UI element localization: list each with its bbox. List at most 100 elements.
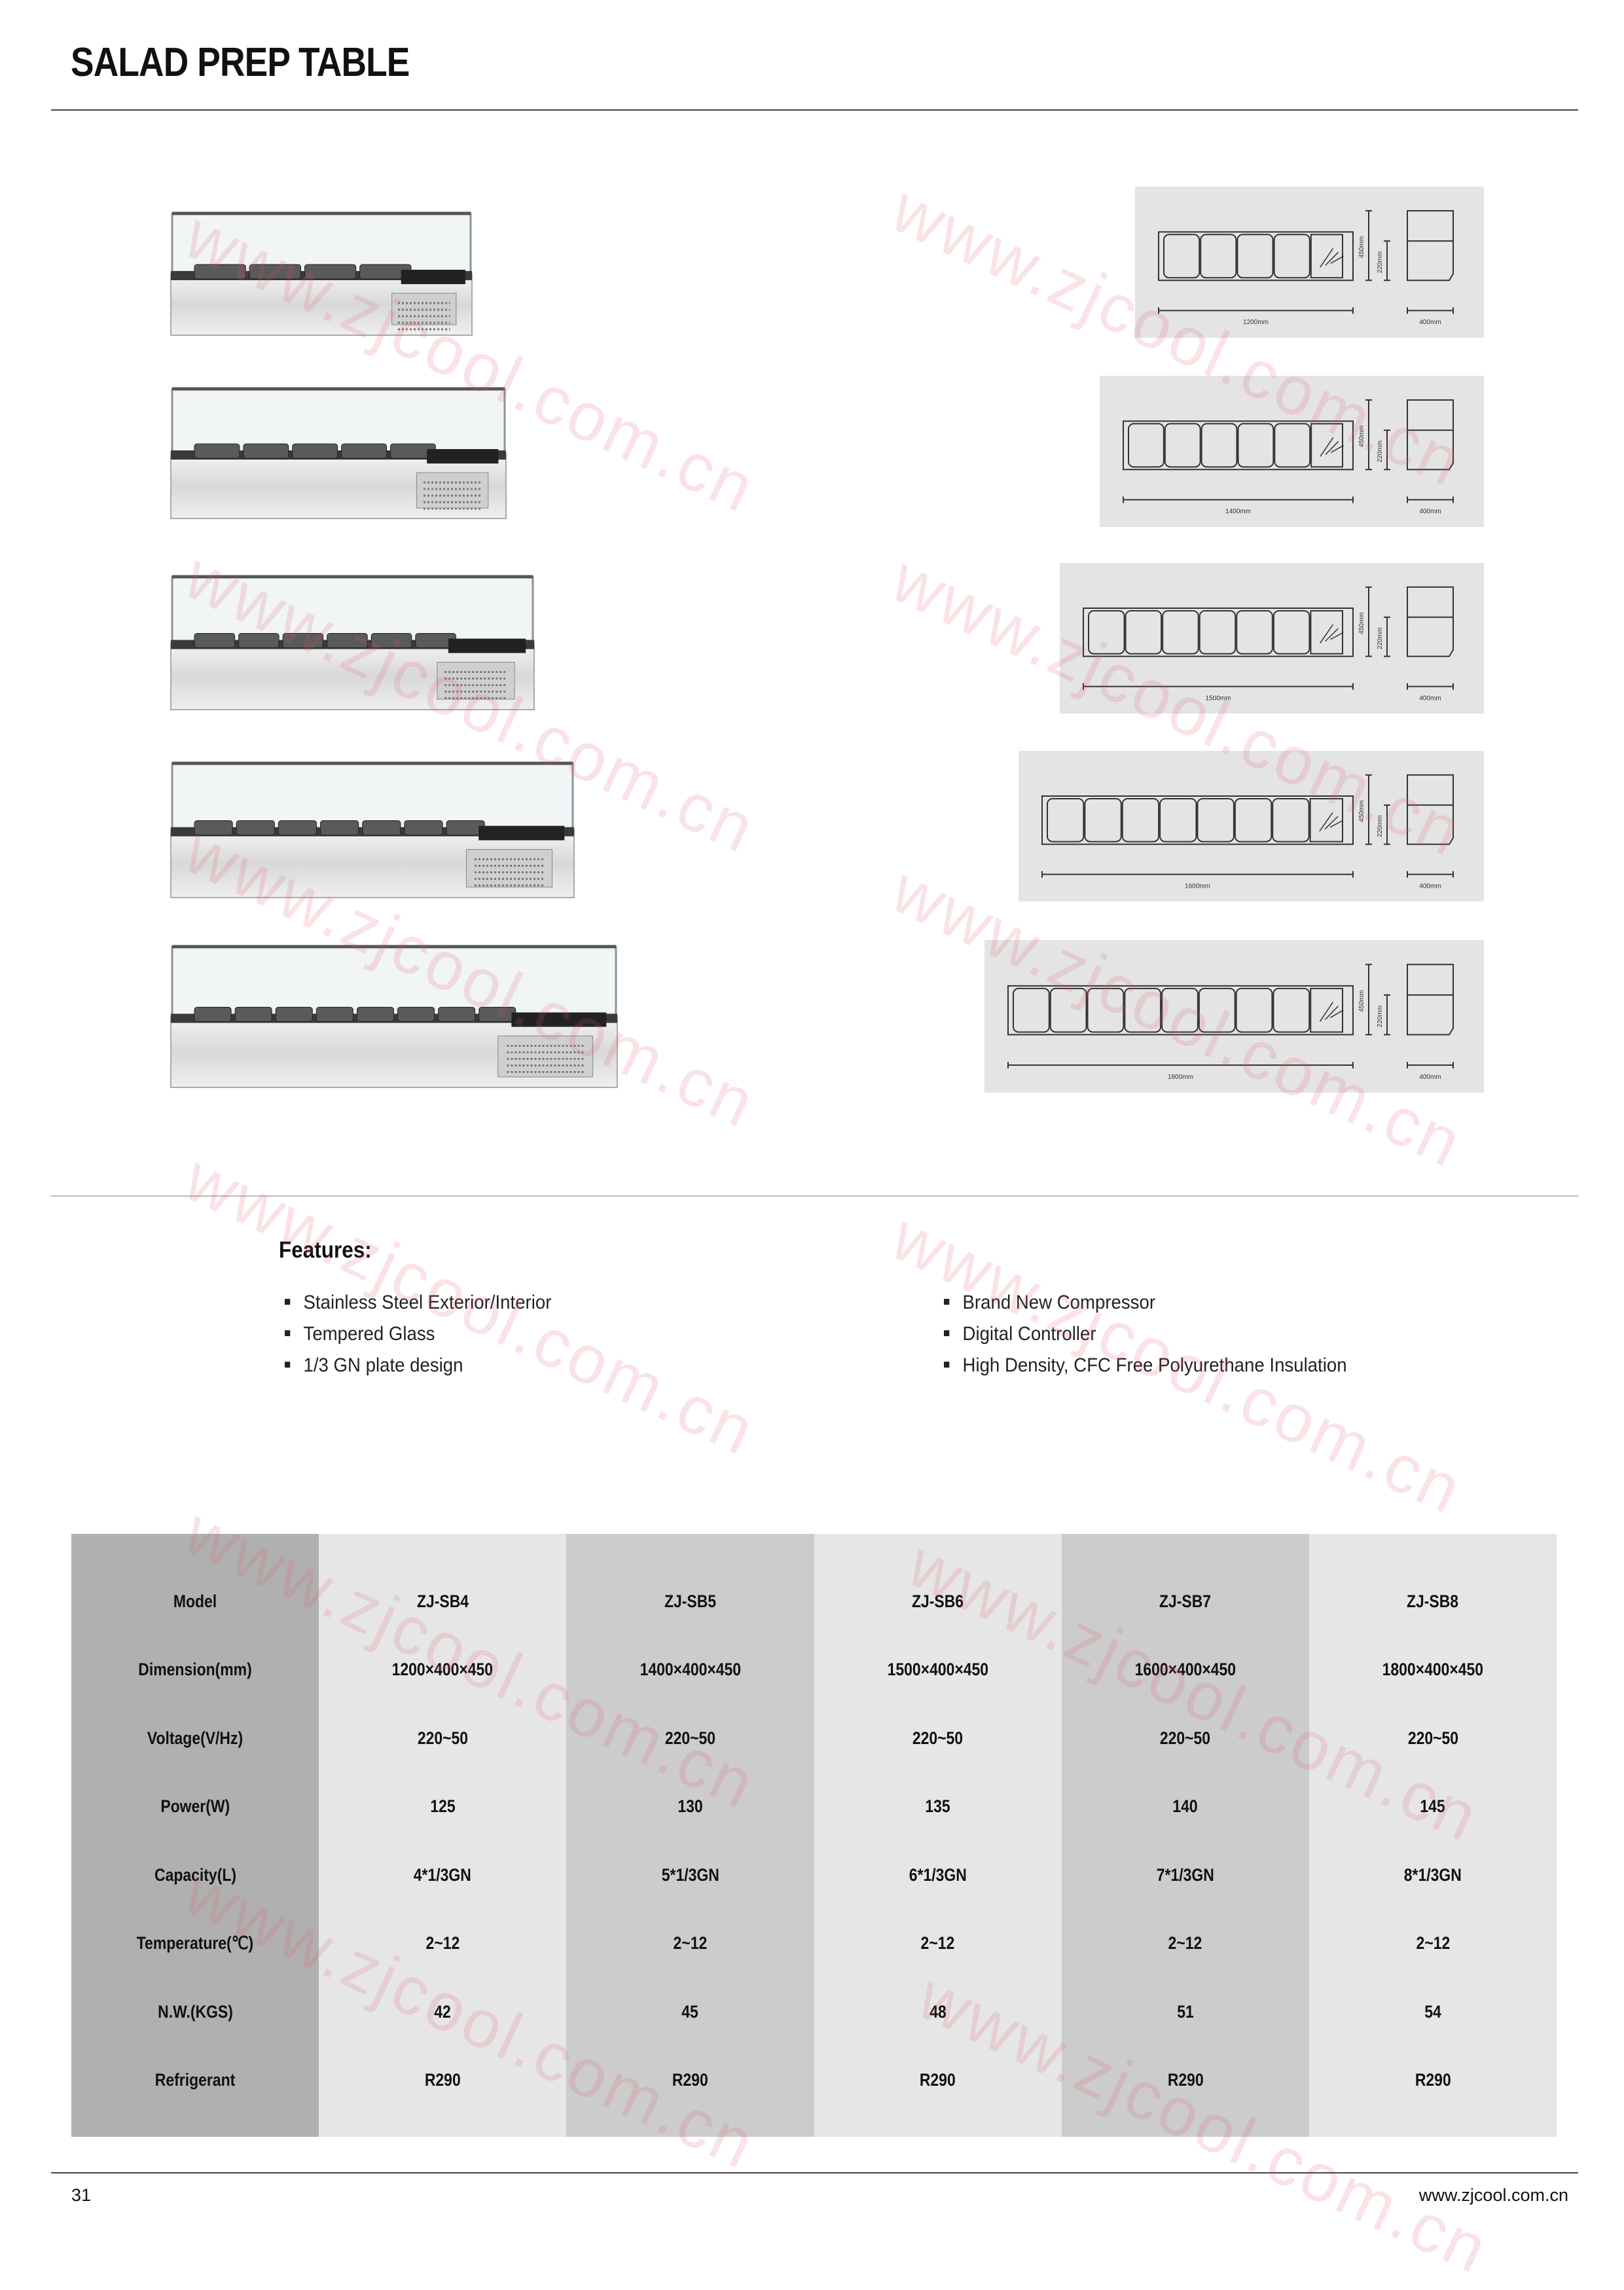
table-cell: 54 bbox=[1309, 1978, 1557, 2046]
table-cell: 140 bbox=[1062, 1773, 1309, 1842]
table-cell: 220~50 bbox=[814, 1704, 1062, 1773]
table-cell: ZJ-SB6 bbox=[814, 1567, 1062, 1636]
table-cell: Refrigerant bbox=[71, 2046, 319, 2115]
cell-text: ZJ-SB8 bbox=[1407, 1591, 1459, 1611]
cell-text: 54 bbox=[1424, 2001, 1441, 2022]
table-cell: 1500×400×450 bbox=[814, 1636, 1062, 1705]
bullet-icon bbox=[285, 1330, 291, 1336]
cell-text: 1500×400×450 bbox=[887, 1660, 988, 1680]
bullet-icon bbox=[285, 1361, 291, 1368]
depth-label: 400mm bbox=[1419, 695, 1441, 702]
feature-item: High Density, CFC Free Polyurethane Insu… bbox=[944, 1354, 1347, 1377]
cell-text: ZJ-SB5 bbox=[664, 1591, 716, 1611]
base-height-label: 220mm bbox=[1377, 251, 1384, 273]
cell-text: 42 bbox=[434, 2001, 452, 2022]
cell-text: ZJ-SB6 bbox=[912, 1591, 964, 1611]
cell-text: 1200×400×450 bbox=[392, 1660, 494, 1680]
bullet-icon bbox=[944, 1330, 950, 1336]
dimension-drawing: 1500mm 400mm 450mm 220mm bbox=[1060, 563, 1484, 714]
bullet-icon bbox=[944, 1361, 950, 1368]
footer-divider bbox=[51, 2172, 1578, 2173]
cell-text: ZJ-SB7 bbox=[1159, 1591, 1212, 1611]
cell-text: 2~12 bbox=[1168, 1933, 1202, 1954]
table-cell: 48 bbox=[814, 1978, 1062, 2046]
features-heading: Features: bbox=[279, 1237, 372, 1263]
table-cell: 2~12 bbox=[814, 1910, 1062, 1978]
table-cell: 220~50 bbox=[566, 1704, 814, 1773]
length-label: 1200mm bbox=[1243, 319, 1269, 326]
cell-text: 125 bbox=[430, 1796, 456, 1817]
height-label: 450mm bbox=[1358, 426, 1365, 447]
table-cell: 145 bbox=[1309, 1773, 1557, 1842]
table-cell: 130 bbox=[566, 1773, 814, 1842]
cell-text: 135 bbox=[925, 1796, 950, 1817]
length-label: 1800mm bbox=[1168, 1074, 1193, 1081]
table-cell: 6*1/3GN bbox=[814, 1841, 1062, 1910]
table-cell: ZJ-SB4 bbox=[319, 1567, 566, 1636]
table-cell: 2~12 bbox=[1062, 1910, 1309, 1978]
section-divider bbox=[51, 1195, 1578, 1197]
cell-text: 8*1/3GN bbox=[1403, 1864, 1462, 1885]
dimension-drawing: 1200mm 400mm 450mm 220mm bbox=[1135, 187, 1484, 338]
table-cell: 42 bbox=[319, 1978, 566, 2046]
table-cell: 7*1/3GN bbox=[1062, 1841, 1309, 1910]
table-cell: ZJ-SB5 bbox=[566, 1567, 814, 1636]
cell-text: 140 bbox=[1172, 1796, 1198, 1817]
feature-item: Tempered Glass bbox=[285, 1323, 435, 1345]
table-cell: R290 bbox=[1062, 2046, 1309, 2115]
feature-item: 1/3 GN plate design bbox=[285, 1354, 463, 1377]
cell-text: 2~12 bbox=[673, 1933, 708, 1954]
cell-text: 220~50 bbox=[417, 1728, 468, 1748]
table-cell: 220~50 bbox=[1309, 1704, 1557, 1773]
model-column: ZJ-SB4 1200×400×450 220~50 125 4*1/3GN 2~12 42… bbox=[319, 1534, 567, 2137]
table-cell: 1600×400×450 bbox=[1062, 1636, 1309, 1705]
base-height-label: 220mm bbox=[1377, 627, 1384, 649]
table-cell: 51 bbox=[1062, 1978, 1309, 2046]
cell-text: ZJ-SB4 bbox=[416, 1591, 469, 1611]
base-height-label: 220mm bbox=[1377, 1006, 1384, 1027]
table-cell: 5*1/3GN bbox=[566, 1841, 814, 1910]
table-cell: 1200×400×450 bbox=[319, 1636, 566, 1705]
bullet-icon bbox=[944, 1298, 950, 1305]
page-number: 31 bbox=[71, 2185, 92, 2205]
product-photo bbox=[170, 211, 473, 336]
cell-text: R290 bbox=[1167, 2070, 1204, 2090]
cell-text: 130 bbox=[677, 1796, 703, 1817]
height-label: 450mm bbox=[1358, 236, 1365, 258]
base-height-label: 220mm bbox=[1377, 441, 1384, 462]
cell-text: 7*1/3GN bbox=[1156, 1864, 1214, 1885]
depth-label: 400mm bbox=[1419, 882, 1441, 890]
cell-text: Model bbox=[173, 1591, 217, 1611]
table-cell: R290 bbox=[566, 2046, 814, 2115]
height-label: 450mm bbox=[1358, 612, 1365, 634]
bullet-icon bbox=[285, 1298, 291, 1305]
table-cell: 45 bbox=[566, 1978, 814, 2046]
cell-text: R290 bbox=[920, 2070, 956, 2090]
length-label: 1600mm bbox=[1185, 882, 1210, 890]
length-label: 1500mm bbox=[1206, 695, 1231, 702]
table-cell: 4*1/3GN bbox=[319, 1841, 566, 1910]
cell-text: 51 bbox=[1177, 2001, 1194, 2022]
product-photo bbox=[170, 387, 507, 519]
cell-text: 1600×400×450 bbox=[1134, 1660, 1236, 1680]
feature-item: Stainless Steel Exterior/Interior bbox=[285, 1292, 551, 1314]
table-cell: 2~12 bbox=[319, 1910, 566, 1978]
table-cell: Voltage(V/Hz) bbox=[71, 1704, 319, 1773]
table-cell: 1800×400×450 bbox=[1309, 1636, 1557, 1705]
depth-label: 400mm bbox=[1419, 508, 1441, 515]
footer-url: www.zjcool.com.cn bbox=[1418, 2185, 1568, 2205]
depth-label: 400mm bbox=[1419, 319, 1441, 326]
feature-item: Brand New Compressor bbox=[944, 1292, 1155, 1314]
cell-text: 6*1/3GN bbox=[909, 1864, 967, 1885]
table-cell: 125 bbox=[319, 1773, 566, 1842]
table-cell: Model bbox=[71, 1567, 319, 1636]
feature-item: Digital Controller bbox=[944, 1323, 1096, 1345]
product-photo bbox=[170, 575, 535, 710]
cell-text: Dimension(mm) bbox=[138, 1660, 252, 1680]
table-cell: 135 bbox=[814, 1773, 1062, 1842]
cell-text: 4*1/3GN bbox=[414, 1864, 472, 1885]
